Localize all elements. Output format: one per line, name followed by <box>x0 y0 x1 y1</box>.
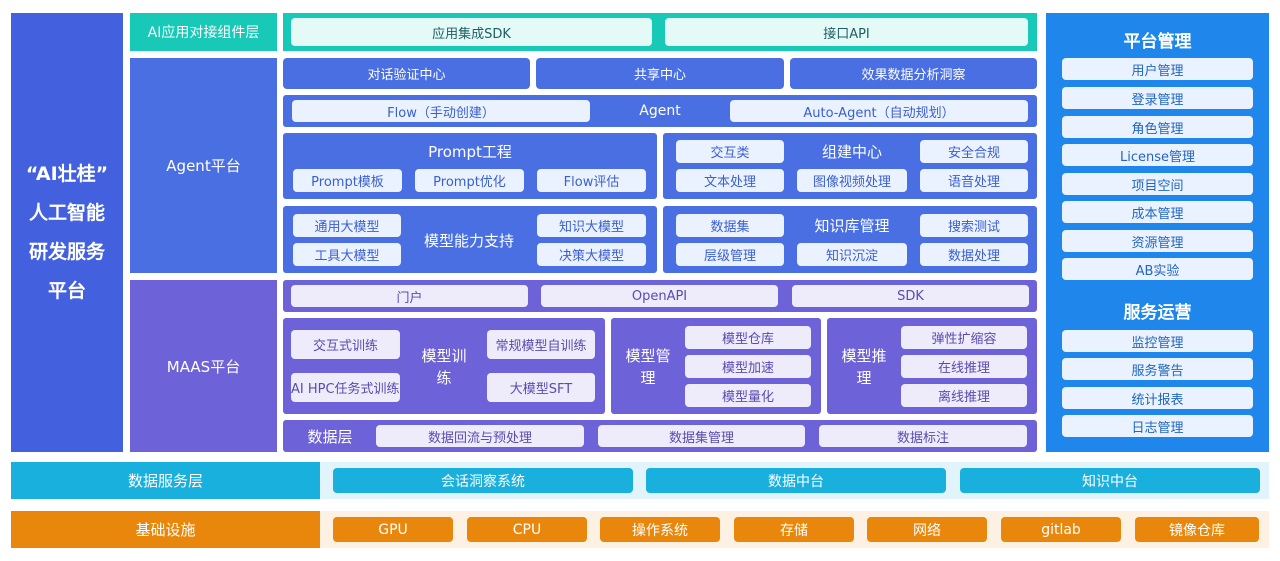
platform-mgmt-item: 角色管理 <box>1062 116 1253 138</box>
left-title-line-4: 平台 <box>47 279 86 302</box>
hierarchy-mgmt-box: 层级管理 <box>676 243 784 266</box>
dataset-box: 数据集 <box>676 214 784 237</box>
infra-gitlab-box: gitlab <box>1001 517 1121 542</box>
data-middle-platform-box: 数据中台 <box>646 468 946 493</box>
image-video-box: 图像视频处理 <box>797 169 907 192</box>
elastic-scaling-box: 弹性扩缩容 <box>901 326 1027 349</box>
knowledge-precipitation-box: 知识沉淀 <box>797 243 907 266</box>
data-service-title: 数据服务层 <box>11 462 320 499</box>
maas-platform-label: MAAS平台 <box>130 280 277 452</box>
knowledge-base-title: 知识库管理 <box>814 217 890 235</box>
platform-mgmt-item: 资源管理 <box>1062 230 1253 252</box>
left-title-line-2: 人工智能 <box>28 201 105 224</box>
model-management-title: 模型管理 <box>625 347 671 387</box>
platform-mgmt-title: 平台管理 <box>1123 31 1192 52</box>
security-compliance-box: 安全合规 <box>920 140 1028 163</box>
infra-image-repo-box: 镜像仓库 <box>1135 517 1259 542</box>
dialog-verify-center: 对话验证中心 <box>283 58 530 89</box>
infra-storage-box: 存储 <box>734 517 854 542</box>
data-labeling-box: 数据标注 <box>819 425 1027 447</box>
model-support-title: 模型能力支持 <box>423 231 514 250</box>
flow-evaluate-box: Flow评估 <box>537 169 646 192</box>
infrastructure-title: 基础设施 <box>11 511 320 548</box>
model-training-title: 模型训练 <box>421 347 467 387</box>
left-title-line-1: “AI壮桂” <box>25 162 109 185</box>
ai-connector-layer-label: AI应用对接组件层 <box>130 13 277 51</box>
platform-mgmt-item: 登录管理 <box>1062 87 1253 109</box>
large-model-sft-box: 大模型SFT <box>487 373 595 402</box>
model-inference-title: 模型推理 <box>841 347 887 387</box>
service-ops-item: 日志管理 <box>1062 415 1253 437</box>
offline-inference-box: 离线推理 <box>901 384 1027 407</box>
model-accel-box: 模型加速 <box>685 355 811 378</box>
prompt-engineering-title: Prompt工程 <box>428 142 512 161</box>
online-inference-box: 在线推理 <box>901 355 1027 378</box>
agent-label: Agent <box>639 103 681 119</box>
maas-sdk-box: SDK <box>792 285 1029 307</box>
auto-agent-box: Auto-Agent（自动规划） <box>730 100 1028 122</box>
platform-mgmt-item: 用户管理 <box>1062 58 1253 80</box>
platform-mgmt-item: License管理 <box>1062 144 1253 166</box>
flow-manual-box: Flow（手动创建） <box>292 100 590 122</box>
sdk-integration-box: 应用集成SDK <box>291 18 652 46</box>
prompt-optimize-box: Prompt优化 <box>415 169 524 192</box>
infra-gpu-box: GPU <box>333 517 453 542</box>
data-processing-box: 数据处理 <box>920 243 1028 266</box>
interactive-training-box: 交互式训练 <box>291 330 400 359</box>
platform-mgmt-item: 成本管理 <box>1062 201 1253 223</box>
api-interface-box: 接口API <box>665 18 1028 46</box>
service-ops-item: 统计报表 <box>1062 387 1253 409</box>
decision-model-box: 决策大模型 <box>537 243 646 266</box>
dataset-mgmt-box: 数据集管理 <box>598 425 805 447</box>
general-model-box: 通用大模型 <box>293 214 401 237</box>
service-ops-item: 服务警告 <box>1062 358 1253 380</box>
shared-center: 共享中心 <box>536 58 784 89</box>
model-quant-box: 模型量化 <box>685 384 811 407</box>
session-insight-box: 会话洞察系统 <box>333 468 633 493</box>
openapi-box: OpenAPI <box>541 285 778 307</box>
platform-mgmt-item: 项目空间 <box>1062 173 1253 195</box>
portal-box: 门户 <box>291 285 528 307</box>
platform-mgmt-item: AB实验 <box>1062 258 1253 280</box>
data-layer-title: 数据层 <box>307 427 353 446</box>
regular-self-training-box: 常规模型自训练 <box>487 330 595 359</box>
interaction-box: 交互类 <box>676 140 784 163</box>
service-ops-title: 服务运营 <box>1123 302 1192 323</box>
prompt-template-box: Prompt模板 <box>293 169 402 192</box>
infra-os-box: 操作系统 <box>600 517 720 542</box>
left-title-panel: “AI壮桂” 人工智能 研发服务 平台 <box>11 13 123 452</box>
effect-data-insight: 效果数据分析洞察 <box>790 58 1037 89</box>
service-ops-item: 监控管理 <box>1062 330 1253 352</box>
infra-network-box: 网络 <box>867 517 987 542</box>
infra-cpu-box: CPU <box>467 517 587 542</box>
build-center-title: 组建中心 <box>821 143 882 161</box>
text-processing-box: 文本处理 <box>676 169 784 192</box>
tool-model-box: 工具大模型 <box>293 243 401 266</box>
model-repo-box: 模型仓库 <box>685 326 811 349</box>
knowledge-middle-platform-box: 知识中台 <box>960 468 1260 493</box>
search-test-box: 搜索测试 <box>920 214 1028 237</box>
agent-platform-label: Agent平台 <box>130 58 277 273</box>
data-backflow-box: 数据回流与预处理 <box>376 425 584 447</box>
voice-processing-box: 语音处理 <box>920 169 1028 192</box>
hpc-training-box: AI HPC任务式训练 <box>291 373 400 402</box>
left-title-line-3: 研发服务 <box>28 240 105 263</box>
knowledge-model-box: 知识大模型 <box>537 214 646 237</box>
